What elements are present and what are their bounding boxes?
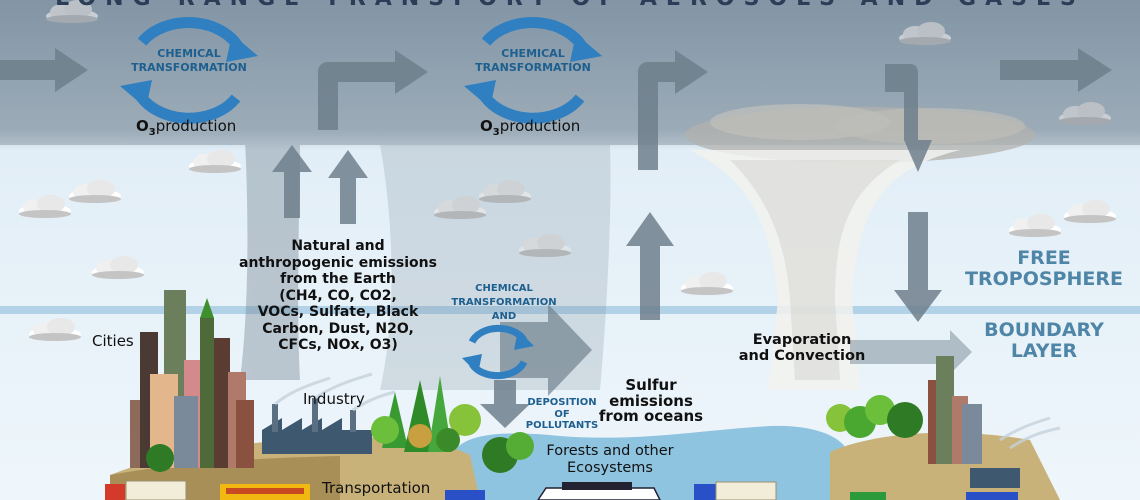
o3-production-right: O3production bbox=[480, 117, 580, 138]
forests-label: Forests and other Ecosystems bbox=[546, 443, 674, 476]
o3-suffix: production bbox=[499, 117, 581, 135]
diagram-title: LONG-RANGE TRANSPORT OF AEROSOLS AND GAS… bbox=[0, 0, 1140, 11]
cycle-label-top-right: CHEMICAL TRANSFORMATION bbox=[475, 47, 591, 74]
o3-prefix: O bbox=[136, 117, 149, 135]
o3-sub: 3 bbox=[148, 127, 156, 138]
city-right bbox=[826, 356, 1061, 488]
cycle-label-top-left: CHEMICAL TRANSFORMATION bbox=[131, 47, 247, 74]
industry bbox=[262, 372, 396, 454]
water bbox=[455, 425, 850, 500]
sulfur-label: Sulfur emissions from oceans bbox=[598, 376, 704, 425]
o3-suffix: production bbox=[155, 117, 237, 135]
o3-production-left: O3production bbox=[136, 117, 236, 138]
transportation-label: Transportation bbox=[322, 479, 431, 497]
emissions-label: Natural and anthropogenic emissions from… bbox=[239, 238, 437, 353]
forest bbox=[146, 376, 534, 473]
boundary-layer-label: BOUNDARY LAYER bbox=[984, 319, 1104, 362]
industry-label: Industry bbox=[303, 390, 365, 408]
vehicles bbox=[105, 480, 1018, 500]
free-troposphere-label: FREE TROPOSPHERE bbox=[965, 247, 1123, 290]
o3-sub: 3 bbox=[492, 127, 500, 138]
cities-label: Cities bbox=[92, 332, 134, 350]
o3-prefix: O bbox=[480, 117, 493, 135]
deposition-label: DEPOSITION OF POLLUTANTS bbox=[525, 397, 599, 431]
cycle-arrowheads bbox=[120, 34, 602, 374]
evaporation-label: Evaporation and Convection bbox=[738, 332, 866, 364]
boundary-layer-line bbox=[0, 306, 1140, 314]
city-left bbox=[130, 290, 254, 468]
cycle-label-middle: CHEMICAL TRANSFORMATION AND bbox=[451, 283, 557, 322]
convection-cloud bbox=[685, 104, 1035, 390]
